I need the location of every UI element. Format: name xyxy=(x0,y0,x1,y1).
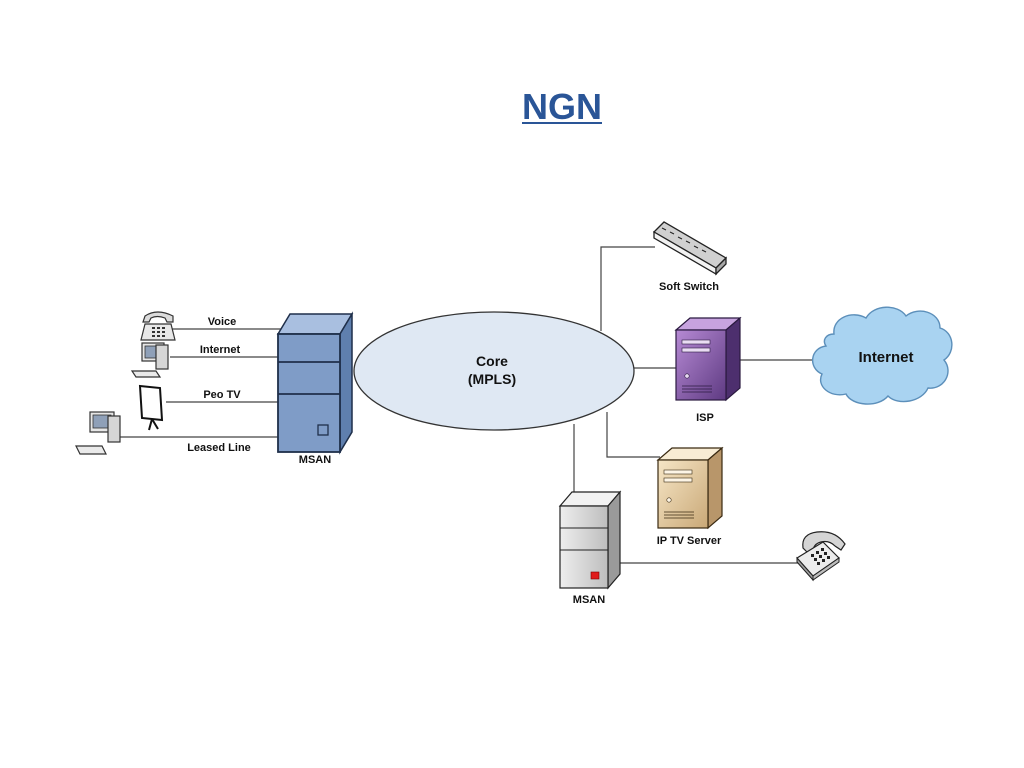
connection-lines xyxy=(118,246,826,564)
leased-line-label: Leased Line xyxy=(187,442,251,454)
telephone-icon xyxy=(796,531,846,582)
status-indicator xyxy=(590,571,600,580)
isp: ISP xyxy=(674,316,742,424)
soft-switch-label: Soft Switch xyxy=(659,281,719,293)
core-ellipse xyxy=(353,311,635,431)
computer-icon xyxy=(75,411,121,455)
voice-label: Voice xyxy=(208,316,237,328)
server-icon xyxy=(558,490,622,590)
telephone-icon xyxy=(140,311,176,341)
internet-cloud-label: Internet xyxy=(858,349,913,366)
soft-switch: Soft Switch xyxy=(652,221,728,293)
msan-top-face xyxy=(276,313,354,335)
core-label: Core xyxy=(476,353,508,369)
core-mpls: Core (MPLS) xyxy=(353,311,635,431)
bottom-msan-label: MSAN xyxy=(573,594,605,606)
bottom-msan: MSAN xyxy=(558,490,622,606)
msan-side-face xyxy=(339,311,353,455)
msan-front-face xyxy=(277,333,341,453)
internet-label: Internet xyxy=(200,344,241,356)
core-sublabel: (MPLS) xyxy=(468,371,516,387)
left-msan: MSAN xyxy=(276,311,354,466)
slide-title: NGN xyxy=(522,86,602,127)
server-icon xyxy=(656,446,724,530)
soft-switch-link xyxy=(600,246,655,331)
computer-icon xyxy=(130,342,169,378)
msan-port-icon xyxy=(317,424,329,436)
isp-label: ISP xyxy=(696,412,714,424)
cloud-icon xyxy=(812,306,953,405)
iptv-server-label: IP TV Server xyxy=(657,535,722,547)
left-msan-label: MSAN xyxy=(299,454,331,466)
peo-tv-label: Peo TV xyxy=(203,389,241,401)
server-icon xyxy=(674,316,742,402)
iptv-link xyxy=(606,412,660,458)
iptv-server: IP TV Server xyxy=(656,446,724,547)
internet-cloud: Internet xyxy=(812,306,953,405)
tv-screen-icon xyxy=(138,384,164,431)
switch-icon xyxy=(652,221,728,276)
